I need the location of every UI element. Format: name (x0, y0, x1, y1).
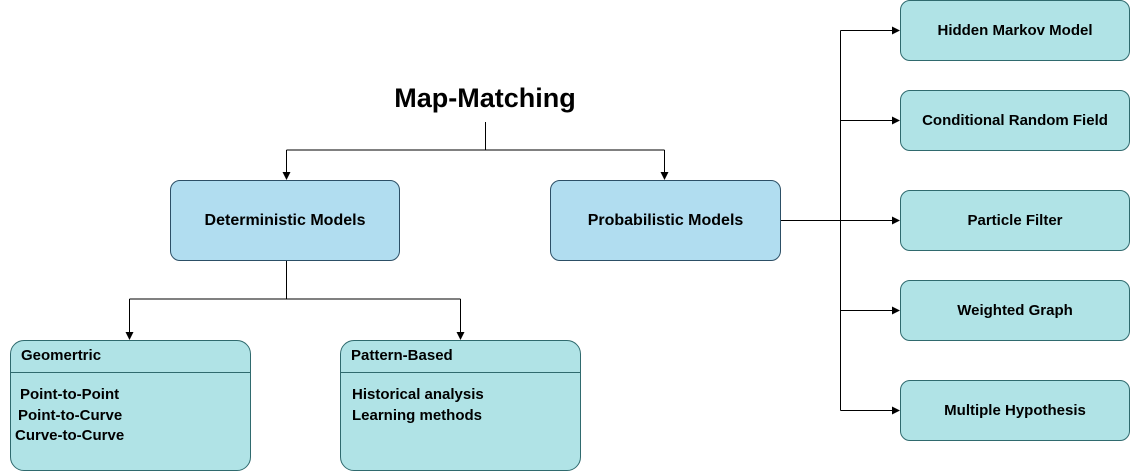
geometric-item-point-to-curve: Point-to-Curve (18, 406, 123, 424)
conditional-random-field-label: Conditional Random Field (922, 112, 1108, 129)
multiple-hypothesis-label: Multiple Hypothesis (944, 402, 1086, 419)
pattern-item-learning-methods: Learning methods (352, 406, 483, 424)
deterministic-models-label: Deterministic Models (204, 211, 366, 229)
hidden-markov-model-label: Hidden Markov Model (937, 22, 1093, 39)
weighted-graph-box: Weighted Graph (900, 280, 1130, 341)
probabilistic-models-box: Probabilistic Models (550, 180, 781, 261)
deterministic-models-box: Deterministic Models (170, 180, 400, 261)
conditional-random-field-box: Conditional Random Field (900, 90, 1130, 151)
diagram-title: Map-Matching (394, 82, 576, 113)
particle-filter-label: Particle Filter (967, 212, 1063, 229)
geometric-item-point-to-point: Point-to-Point (20, 386, 120, 403)
pattern-based-header: Pattern-Based (341, 341, 580, 373)
pattern-item-historical-analysis: Historical analysis (352, 386, 484, 403)
geometric-item-curve-to-curve: Curve-to-Curve (15, 427, 125, 444)
multiple-hypothesis-box: Multiple Hypothesis (900, 380, 1130, 441)
hidden-markov-model-box: Hidden Markov Model (900, 0, 1130, 61)
probabilistic-models-label: Probabilistic Models (587, 211, 744, 229)
geometric-header: Geomertric (11, 341, 250, 373)
pattern-based-group: Pattern-Based Historical analysis Learni… (340, 340, 581, 471)
geometric-group: Geomertric Point-to-Point Point-to-Curve… (10, 340, 251, 471)
particle-filter-box: Particle Filter (900, 190, 1130, 251)
geometric-items: Point-to-Point Point-to-Curve Curve-to-C… (11, 373, 250, 447)
weighted-graph-label: Weighted Graph (957, 302, 1073, 319)
pattern-based-items: Historical analysis Learning methods (341, 373, 580, 426)
